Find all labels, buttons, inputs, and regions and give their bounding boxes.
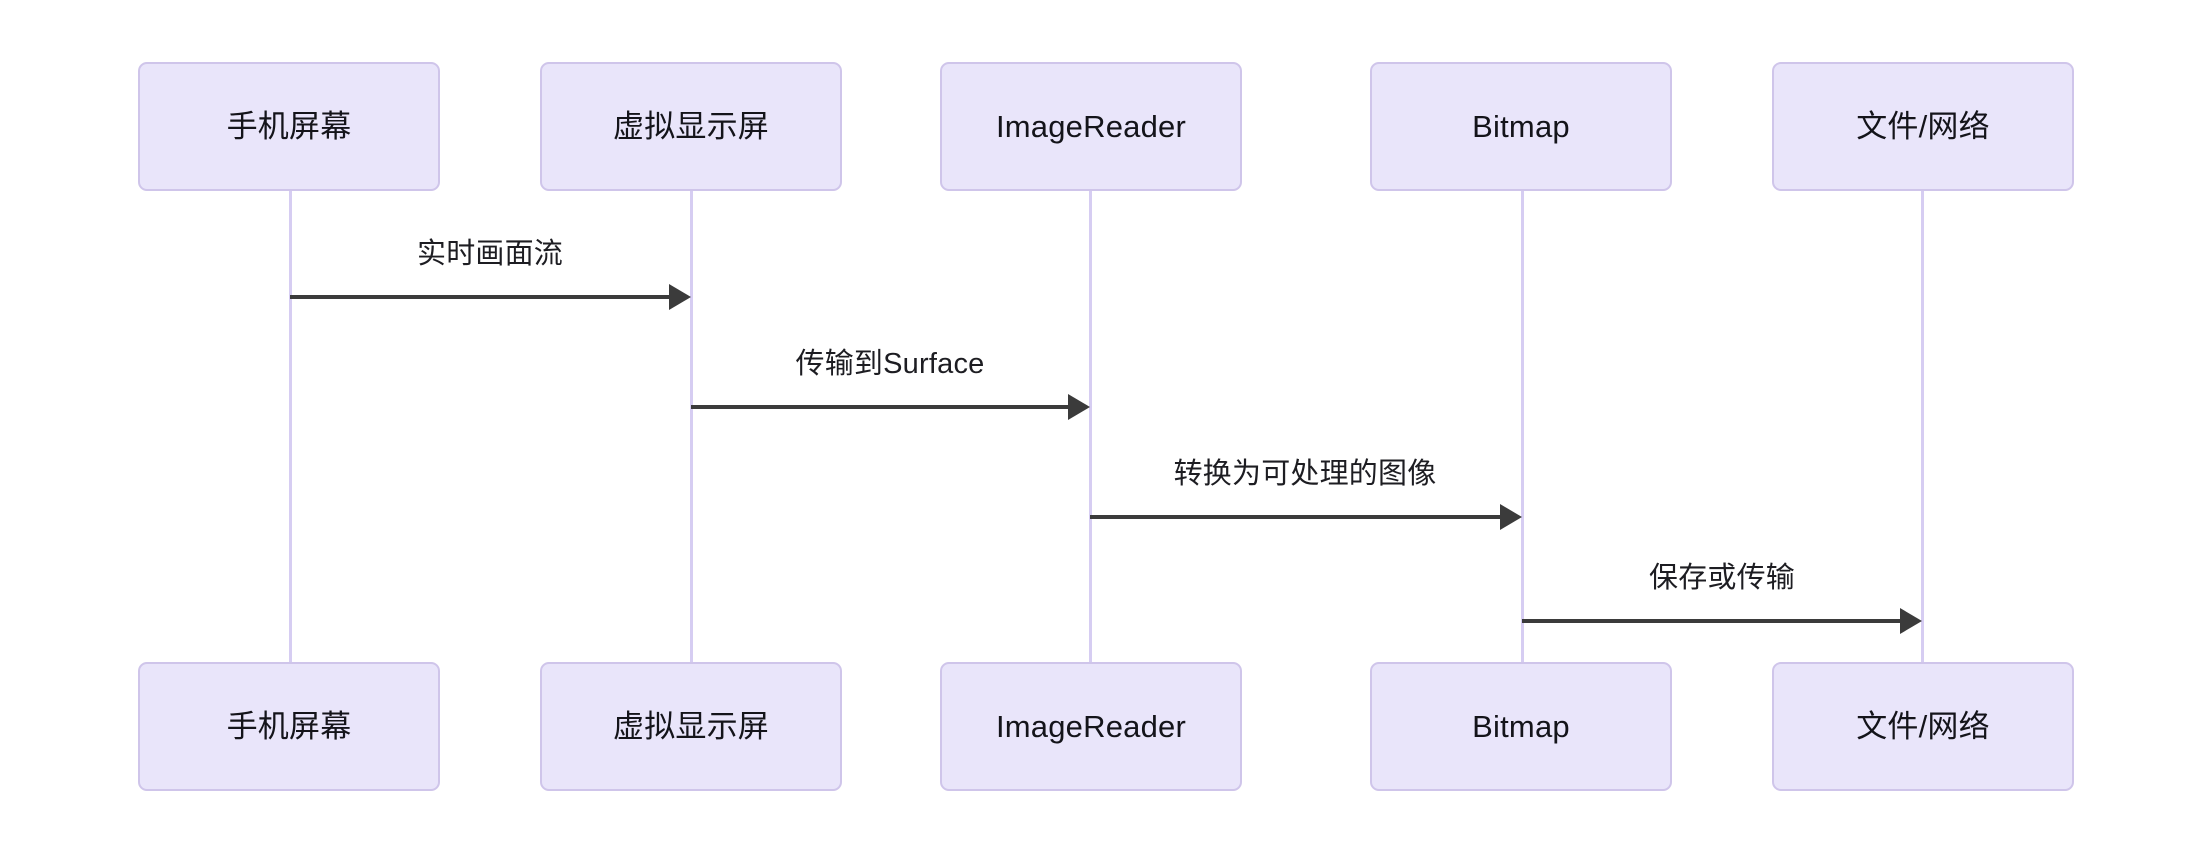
participant-box-image-reader-header[interactable]: ImageReader	[940, 62, 1242, 191]
message-label-m2: 传输到Surface	[795, 348, 985, 380]
participant-label-phone-screen: 手机屏幕	[226, 108, 352, 144]
participant-label-file-network: 文件/网络	[1856, 708, 1990, 744]
lifeline-phone-screen	[289, 190, 292, 662]
lifeline-image-reader	[1089, 190, 1092, 662]
participant-box-virtual-display-header[interactable]: 虚拟显示屏	[540, 62, 842, 191]
lifeline-file-network	[1921, 190, 1924, 662]
participant-box-bitmap-footer[interactable]: Bitmap	[1370, 662, 1672, 791]
participant-label-virtual-display: 虚拟显示屏	[613, 108, 769, 144]
participant-label-file-network: 文件/网络	[1856, 108, 1990, 144]
message-line-m1	[290, 295, 671, 299]
message-label-m1: 实时画面流	[416, 238, 564, 270]
participant-box-file-network-header[interactable]: 文件/网络	[1772, 62, 2074, 191]
participant-box-file-network-footer[interactable]: 文件/网络	[1772, 662, 2074, 791]
message-label-m3: 转换为可处理的图像	[1173, 458, 1437, 490]
message-arrowhead-m3	[1500, 504, 1522, 530]
participant-label-virtual-display: 虚拟显示屏	[613, 708, 769, 744]
participant-box-phone-screen-header[interactable]: 手机屏幕	[138, 62, 440, 191]
lifeline-bitmap	[1521, 190, 1524, 662]
participant-label-image-reader: ImageReader	[995, 108, 1187, 144]
message-line-m3	[1090, 515, 1502, 519]
message-arrowhead-m4	[1900, 608, 1922, 634]
participant-label-bitmap: Bitmap	[1472, 708, 1570, 744]
participant-label-phone-screen: 手机屏幕	[226, 708, 352, 744]
participant-box-bitmap-header[interactable]: Bitmap	[1370, 62, 1672, 191]
participant-label-image-reader: ImageReader	[995, 708, 1187, 744]
message-line-m4	[1522, 619, 1902, 623]
message-line-m2	[691, 405, 1070, 409]
lifeline-virtual-display	[690, 190, 693, 662]
message-label-m4: 保存或传输	[1648, 562, 1796, 594]
participant-box-image-reader-footer[interactable]: ImageReader	[940, 662, 1242, 791]
participant-label-bitmap: Bitmap	[1472, 108, 1570, 144]
message-arrowhead-m1	[669, 284, 691, 310]
participant-box-phone-screen-footer[interactable]: 手机屏幕	[138, 662, 440, 791]
message-arrowhead-m2	[1068, 394, 1090, 420]
participant-box-virtual-display-footer[interactable]: 虚拟显示屏	[540, 662, 842, 791]
